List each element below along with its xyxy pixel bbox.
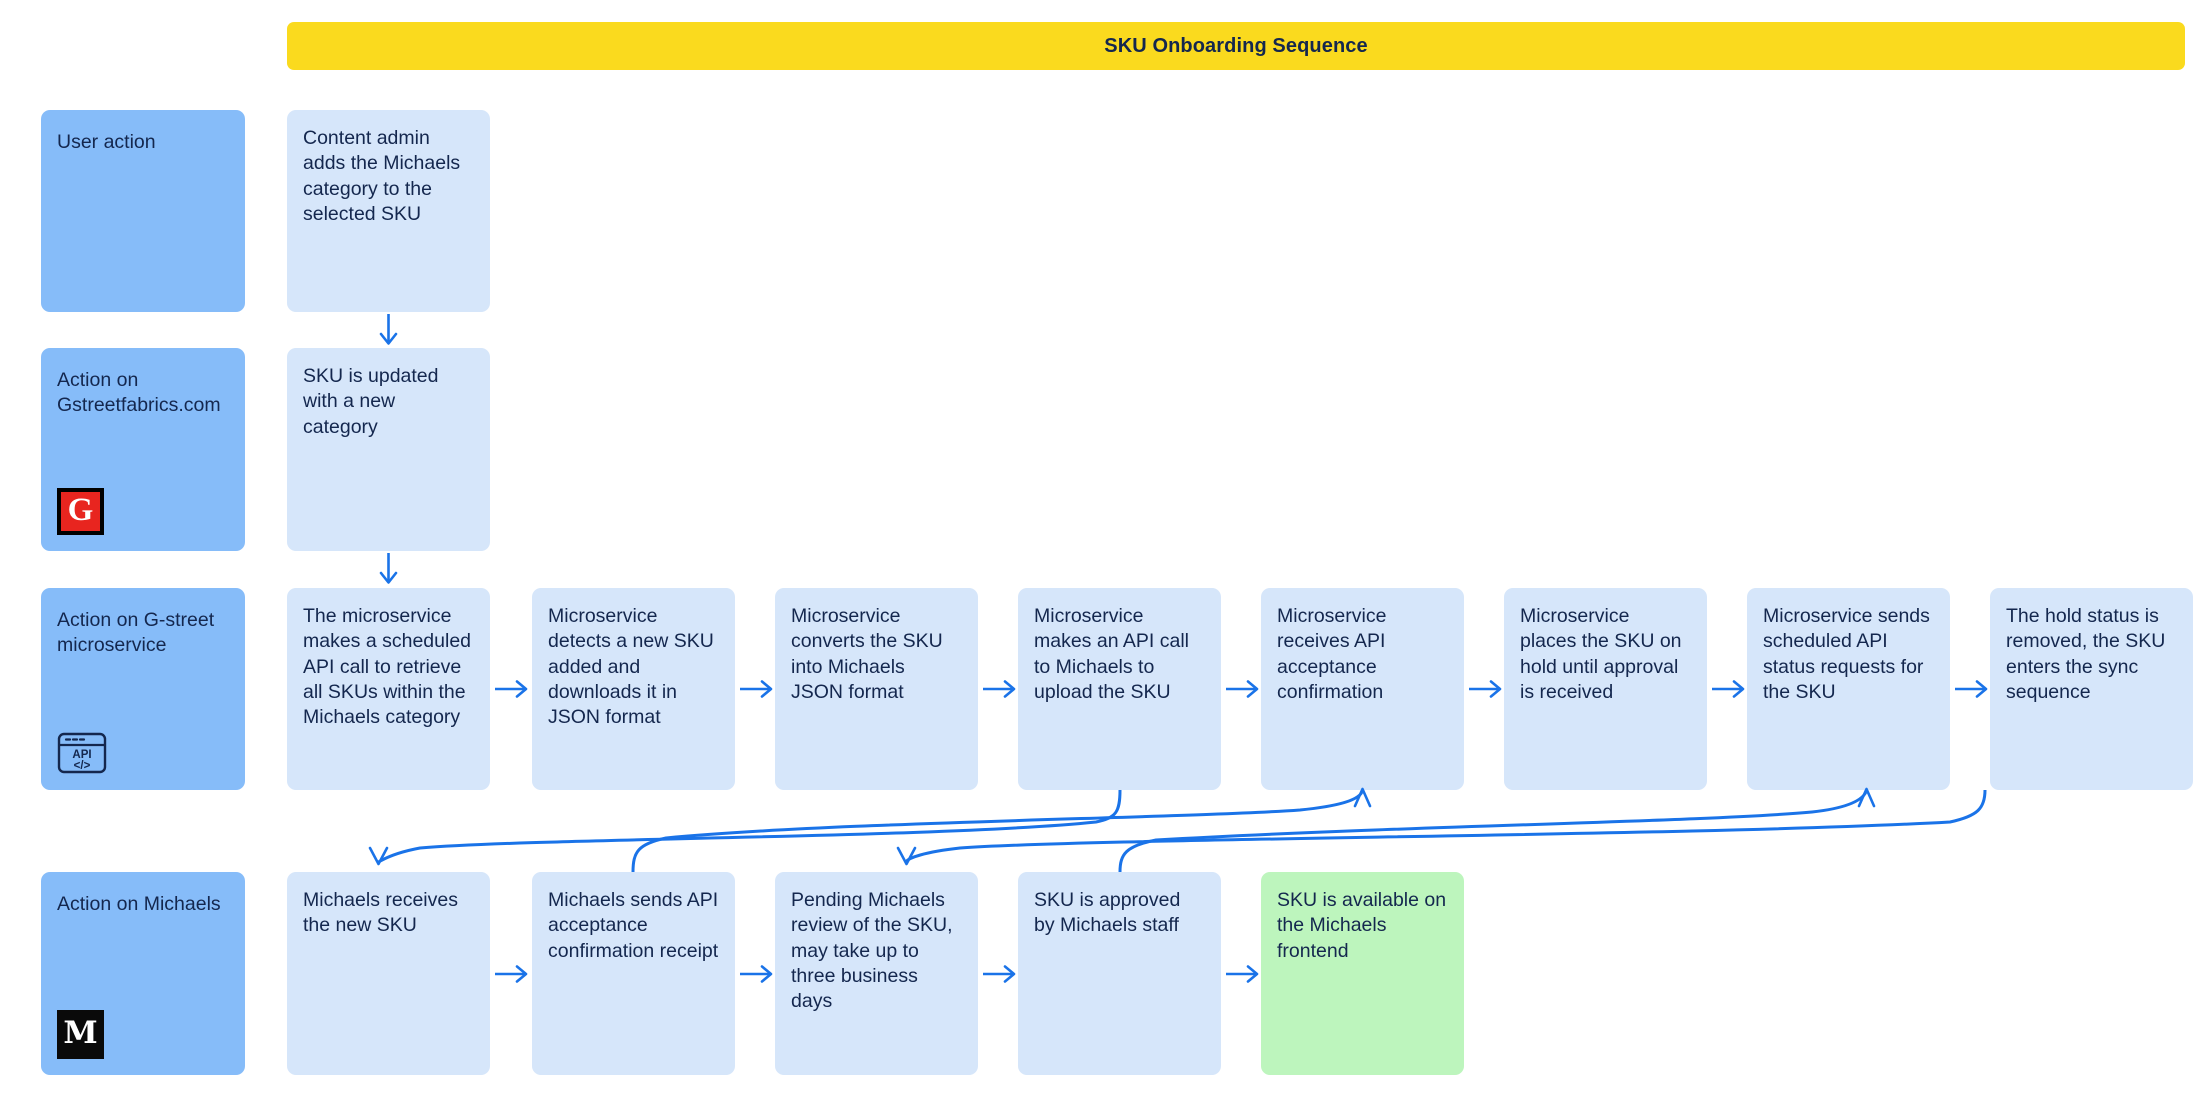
- lane-label: User action: [57, 131, 156, 153]
- step-text: Pending Michaels review of the SKU, may …: [791, 889, 953, 1013]
- step-text: The microservice makes a scheduled API c…: [303, 605, 472, 729]
- lane-label: Action on G-street microservice: [57, 609, 215, 656]
- lane-icon-slot: M: [57, 1010, 229, 1059]
- step-text: Microservice detects a new SKU added and…: [548, 605, 714, 729]
- step-box[interactable]: Microservice detects a new SKU added and…: [532, 588, 735, 790]
- lane-icon-slot: API </>: [57, 726, 229, 774]
- step-text: Microservice receives API acceptance con…: [1277, 605, 1387, 704]
- step-text: SKU is updated with a new category: [303, 365, 439, 438]
- step-box[interactable]: Michaels sends API acceptance confirmati…: [532, 872, 735, 1075]
- step-box[interactable]: Michaels receives the new SKU: [287, 872, 490, 1075]
- curve-upload-to-michaels-receives: [368, 789, 1122, 866]
- step-text: Microservice makes an API call to Michae…: [1034, 605, 1189, 704]
- step-box[interactable]: SKU is approved by Michaels staff: [1018, 872, 1221, 1075]
- lane-label: Action on Michaels: [57, 893, 221, 915]
- lane-card-gstreetfabrics[interactable]: Action on Gstreetfabrics.com G: [41, 348, 245, 551]
- step-text: Content admin adds the Michaels category…: [303, 127, 461, 226]
- arrow-right-ms-1: [495, 680, 528, 698]
- step-text: Microservice places the SKU on hold unti…: [1520, 605, 1682, 704]
- step-text: SKU is approved by Michaels staff: [1034, 889, 1181, 937]
- arrow-right-ms-2: [740, 680, 773, 698]
- curve-michaels-receipt-to-ms-confirmation: [631, 787, 1372, 873]
- lane-icon-slot: [57, 248, 229, 296]
- lane-icon-slot: G: [57, 487, 229, 535]
- step-box-success[interactable]: SKU is available on the Michaels fronten…: [1261, 872, 1464, 1075]
- step-text: SKU is available on the Michaels fronten…: [1277, 889, 1447, 962]
- step-text: Microservice converts the SKU into Micha…: [791, 605, 943, 704]
- gstreet-logo-letter: G: [67, 492, 94, 528]
- step-box[interactable]: Microservice places the SKU on hold unti…: [1504, 588, 1707, 790]
- michaels-logo-icon: M: [57, 1010, 104, 1059]
- step-text: Michaels sends API acceptance confirmati…: [548, 889, 719, 962]
- arrow-right-mi-1: [495, 965, 528, 983]
- page-title: SKU Onboarding Sequence: [1104, 34, 1368, 57]
- lane-card-user-action[interactable]: User action: [41, 110, 245, 312]
- step-box[interactable]: The microservice makes a scheduled API c…: [287, 588, 490, 790]
- step-box[interactable]: The hold status is removed, the SKU ente…: [1990, 588, 2193, 790]
- michaels-logo-letter: M: [63, 1015, 98, 1051]
- step-box[interactable]: Microservice converts the SKU into Micha…: [775, 588, 978, 790]
- step-text: The hold status is removed, the SKU ente…: [2006, 605, 2166, 704]
- arrow-right-ms-6: [1712, 680, 1745, 698]
- arrow-right-ms-4: [1226, 680, 1259, 698]
- curve-approved-to-ms-status: [1118, 787, 1876, 873]
- arrow-down-site-to-microservice: [379, 553, 398, 584]
- api-window-icon: API </>: [57, 732, 107, 774]
- lane-label: Action on Gstreetfabrics.com: [57, 369, 221, 416]
- svg-text:API: API: [72, 749, 91, 761]
- lane-card-michaels[interactable]: Action on Michaels M: [41, 872, 245, 1075]
- arrow-right-ms-7: [1955, 680, 1988, 698]
- arrow-right-ms-3: [983, 680, 1016, 698]
- arrow-right-ms-5: [1469, 680, 1502, 698]
- lane-card-gstreet-microservice[interactable]: Action on G-street microservice API </>: [41, 588, 245, 790]
- diagram-title-banner: SKU Onboarding Sequence: [287, 22, 2185, 70]
- step-box[interactable]: Microservice sends scheduled API status …: [1747, 588, 1950, 790]
- step-box[interactable]: Microservice makes an API call to Michae…: [1018, 588, 1221, 790]
- arrow-right-mi-2: [740, 965, 773, 983]
- step-text: Microservice sends scheduled API status …: [1763, 605, 1930, 704]
- step-box[interactable]: Pending Michaels review of the SKU, may …: [775, 872, 978, 1075]
- curve-hold-to-pending-review: [896, 789, 1987, 866]
- step-box[interactable]: Content admin adds the Michaels category…: [287, 110, 490, 312]
- arrow-right-mi-4: [1226, 965, 1259, 983]
- step-box[interactable]: SKU is updated with a new category: [287, 348, 490, 551]
- arrow-down-user-to-site: [379, 314, 398, 345]
- step-box[interactable]: Microservice receives API acceptance con…: [1261, 588, 1464, 790]
- step-text: Michaels receives the new SKU: [303, 889, 458, 937]
- svg-text:</>: </>: [74, 760, 91, 772]
- arrow-right-mi-3: [983, 965, 1016, 983]
- gstreet-logo-icon: G: [57, 488, 104, 535]
